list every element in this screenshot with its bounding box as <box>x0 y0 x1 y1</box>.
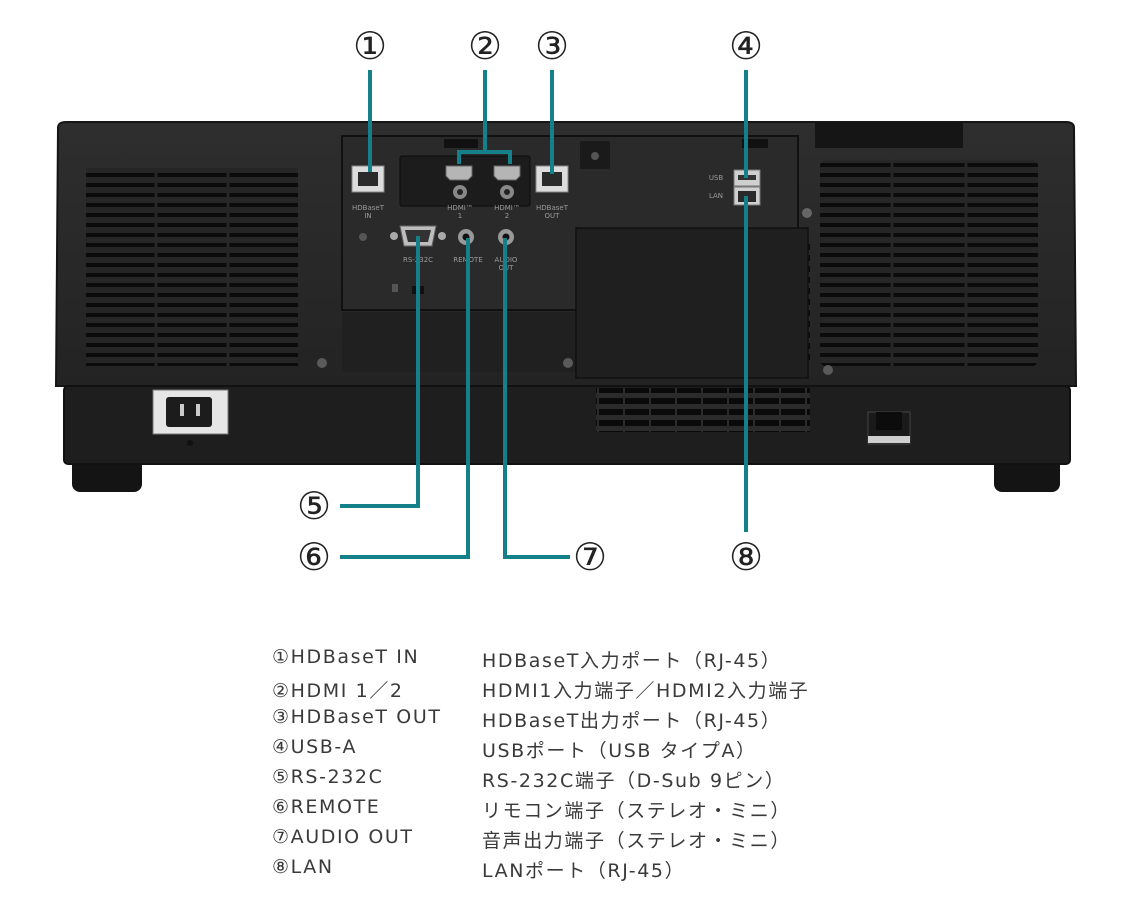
legend-row: ③HDBaseT OUT HDBaseT出力ポート（RJ-45） <box>272 706 912 736</box>
legend-label: ⑤RS-232C <box>272 766 384 788</box>
legend-row: ④USB-A USBポート（USB タイプA） <box>272 736 912 766</box>
legend-description: RS-232C端子（D-Sub 9ピン） <box>482 770 786 792</box>
legend-label: ⑧LAN <box>272 856 334 878</box>
callout-5: ⑤ <box>297 484 331 528</box>
legend-label: ③HDBaseT OUT <box>272 706 442 728</box>
legend-label: ⑥REMOTE <box>272 796 381 818</box>
power-inlet <box>152 389 229 446</box>
leader-line-5 <box>340 236 420 508</box>
legend-description: USBポート（USB タイプA） <box>482 740 757 762</box>
legend-description: HDMI1入力端子／HDMI2入力端子 <box>482 680 810 702</box>
legend-row: ②HDMI 1／2 HDMI1入力端子／HDMI2入力端子 <box>272 676 912 706</box>
panel-label-lan: LAN <box>709 192 723 200</box>
security-bar <box>867 411 911 445</box>
legend-label: ④USB-A <box>272 736 358 758</box>
legend-description: HDBaseT出力ポート（RJ-45） <box>482 710 782 732</box>
callout-3: ③ <box>535 24 569 68</box>
legend-label: ②HDMI 1／2 <box>272 680 404 702</box>
legend-row: ⑥REMOTE リモコン端子（ステレオ・ミニ） <box>272 796 912 826</box>
callout-2: ② <box>468 24 502 68</box>
leader-line-2 <box>457 70 512 164</box>
legend-row: ①HDBaseT IN HDBaseT入力ポート（RJ-45） <box>272 646 912 676</box>
legend-label: ①HDBaseT IN <box>272 646 420 668</box>
legend-row: ⑧LAN LANポート（RJ-45） <box>272 856 912 886</box>
legend-label: ⑦AUDIO OUT <box>272 826 414 848</box>
callout-6: ⑥ <box>297 535 331 579</box>
leader-line-6 <box>340 238 470 559</box>
callout-1: ① <box>353 24 387 68</box>
callout-7: ⑦ <box>573 535 607 579</box>
callout-8: ⑧ <box>729 535 763 579</box>
port-hdbaset-out <box>535 165 569 193</box>
legend-description: リモコン端子（ステレオ・ミニ） <box>482 800 792 822</box>
panel-label-usb: USB <box>709 174 724 182</box>
leader-line-7 <box>503 238 570 559</box>
port-hdmi-2 <box>493 165 521 199</box>
port-hdmi-1 <box>445 165 473 199</box>
callout-4: ④ <box>729 24 763 68</box>
legend-description: HDBaseT入力ポート（RJ-45） <box>482 650 782 672</box>
legend-description: LANポート（RJ-45） <box>482 860 686 882</box>
legend-row: ⑤RS-232C RS-232C端子（D-Sub 9ピン） <box>272 766 912 796</box>
legend-description: 音声出力端子（ステレオ・ミニ） <box>482 830 792 852</box>
legend-row: ⑦AUDIO OUT 音声出力端子（ステレオ・ミニ） <box>272 826 912 856</box>
